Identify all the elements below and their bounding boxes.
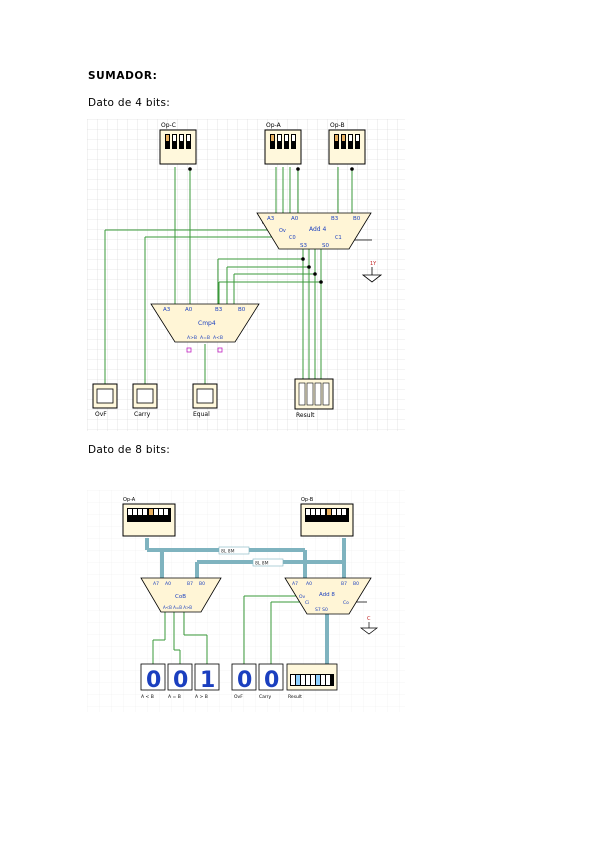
- bus2-label: 8L 8M: [255, 561, 269, 567]
- display-ovf-value: 0: [237, 668, 252, 693]
- op-a-label: Op-A: [266, 122, 282, 129]
- adder-b0-8-label: B0: [353, 581, 359, 587]
- indicator-carry: Carry: [132, 383, 158, 418]
- adder-s-label: S7 S0: [315, 607, 328, 613]
- cmp-outs-label: A<B A=B A>B: [163, 605, 192, 610]
- ground-8bit-label: C: [367, 616, 371, 622]
- wires-8bit: [152, 595, 303, 664]
- caption-8bit: Dato de 8 bits:: [88, 444, 171, 456]
- caption-4bit: Dato de 4 bits:: [88, 97, 171, 109]
- op-b-label: Op-B: [330, 122, 345, 129]
- ground-icon: 1Y: [361, 261, 383, 283]
- wire-junctions: [188, 167, 354, 284]
- result-label: Result: [296, 412, 315, 419]
- display-carry-value: 0: [264, 668, 279, 693]
- cmp-b0-8-label: B0: [199, 581, 205, 587]
- adder-a0-label: A0: [291, 216, 299, 222]
- cmp-a3-label: A3: [163, 307, 171, 313]
- cmp-out1-label: A>B: [187, 335, 197, 341]
- cmp-b0-label: B0: [238, 307, 246, 313]
- comparator-name: Cmp4: [198, 320, 216, 327]
- ground-label: 1Y: [370, 261, 377, 267]
- cmp-out3-label: A<B: [213, 335, 223, 341]
- adder-b3-label: B3: [331, 216, 339, 222]
- comparator-8bit-name: CoB: [175, 594, 186, 600]
- display-carry-label: Carry: [259, 694, 272, 700]
- adder-a0-8-label: A0: [306, 581, 312, 587]
- adder-c1-label: C1: [335, 235, 342, 241]
- equal-label: Equal: [193, 411, 210, 418]
- adder-ov-8-label: Ov: [299, 594, 306, 600]
- cmp-a0-8-label: A0: [165, 581, 171, 587]
- cmp-out2-label: A=B: [200, 335, 210, 341]
- adder-ci-label: Ci: [305, 600, 309, 606]
- op-b-8bit-label: Op-B: [301, 497, 314, 503]
- switch-op-a[interactable]: Op-A: [264, 122, 302, 165]
- display-eq-label: A = B: [168, 694, 181, 700]
- display-result-8bit: Result: [286, 663, 338, 700]
- heading: SUMADOR:: [88, 70, 158, 82]
- cmp-b3-label: B3: [215, 307, 223, 313]
- display-lt-label: A < B: [141, 694, 154, 700]
- display-carry: 0 Carry: [258, 663, 284, 700]
- comparator-8bit-block: A7 A0 B7 B0 CoB A<B A=B A>B: [140, 577, 222, 613]
- display-gt-value: 1: [200, 668, 215, 693]
- display-result-label: Result: [288, 694, 302, 700]
- bus1-label: 8L 8M: [221, 549, 235, 555]
- adder-b7-label: B7: [341, 581, 347, 587]
- adder-s3-label: S3: [300, 243, 307, 249]
- indicator-ovf: OvF: [92, 383, 118, 418]
- display-gt-label: A > B: [195, 694, 208, 700]
- adder-8bit-name: Add 8: [319, 592, 335, 598]
- circuit-8bit-diagram: 8L 8M 8L 8M Op-A Op-B A7 A0: [87, 490, 405, 712]
- adder-ov-label: Ov: [279, 228, 286, 234]
- ovf-label: OvF: [95, 411, 107, 418]
- adder-4bit-block: A3 A0 B3 B0 Add 4 Ov C0 C1 S3 S0: [256, 212, 372, 250]
- adder-a3-label: A3: [267, 216, 275, 222]
- adder-b0-label: B0: [353, 216, 361, 222]
- display-eq-value: 0: [173, 668, 188, 693]
- circuit-4bit-diagram: Op-C Op-A Op-B A3 A0 B3 B0 Add 4 Ov C0 C…: [87, 119, 405, 431]
- comparator-4bit-block: A3 A0 B3 B0 Cmp4 A>B A=B A<B: [150, 303, 260, 353]
- display-ovf: 0 OvF: [231, 663, 257, 700]
- adder-c0-label: C0: [289, 235, 296, 241]
- adder-a7-label: A7: [292, 581, 298, 587]
- display-lt-value: 0: [146, 668, 161, 693]
- adder-co-label: Co: [343, 600, 349, 606]
- op-c-label: Op-C: [161, 122, 176, 129]
- display-a-less-b: 0 A < B: [140, 663, 166, 700]
- switch-op-b-8bit[interactable]: Op-B: [300, 497, 354, 537]
- cmp-b7-label: B7: [187, 581, 193, 587]
- cmp-a0-label: A0: [185, 307, 193, 313]
- cmp-a7-label: A7: [153, 581, 159, 587]
- switch-op-c[interactable]: Op-C: [159, 122, 197, 165]
- display-a-equal-b: 0 A = B: [167, 663, 193, 700]
- switch-op-b[interactable]: Op-B: [328, 122, 366, 165]
- adder-s0-label: S0: [322, 243, 329, 249]
- indicator-result: Result: [294, 378, 334, 419]
- ground-8bit-icon: C: [359, 616, 379, 635]
- display-a-greater-b: 1 A > B: [194, 663, 220, 700]
- display-ovf-label: OvF: [234, 694, 243, 700]
- bus-labels: 8L 8M 8L 8M: [218, 546, 284, 567]
- wires-4bit: [104, 167, 353, 384]
- op-a-8bit-label: Op-A: [123, 497, 136, 503]
- carry-label: Carry: [134, 411, 151, 418]
- adder-name: Add 4: [309, 226, 327, 233]
- adder-8bit-block: A7 A0 B7 B0 Add 8 Ov Ci Co S7 S0: [284, 577, 372, 615]
- indicator-equal: Equal: [192, 383, 218, 418]
- switch-op-a-8bit[interactable]: Op-A: [122, 497, 176, 537]
